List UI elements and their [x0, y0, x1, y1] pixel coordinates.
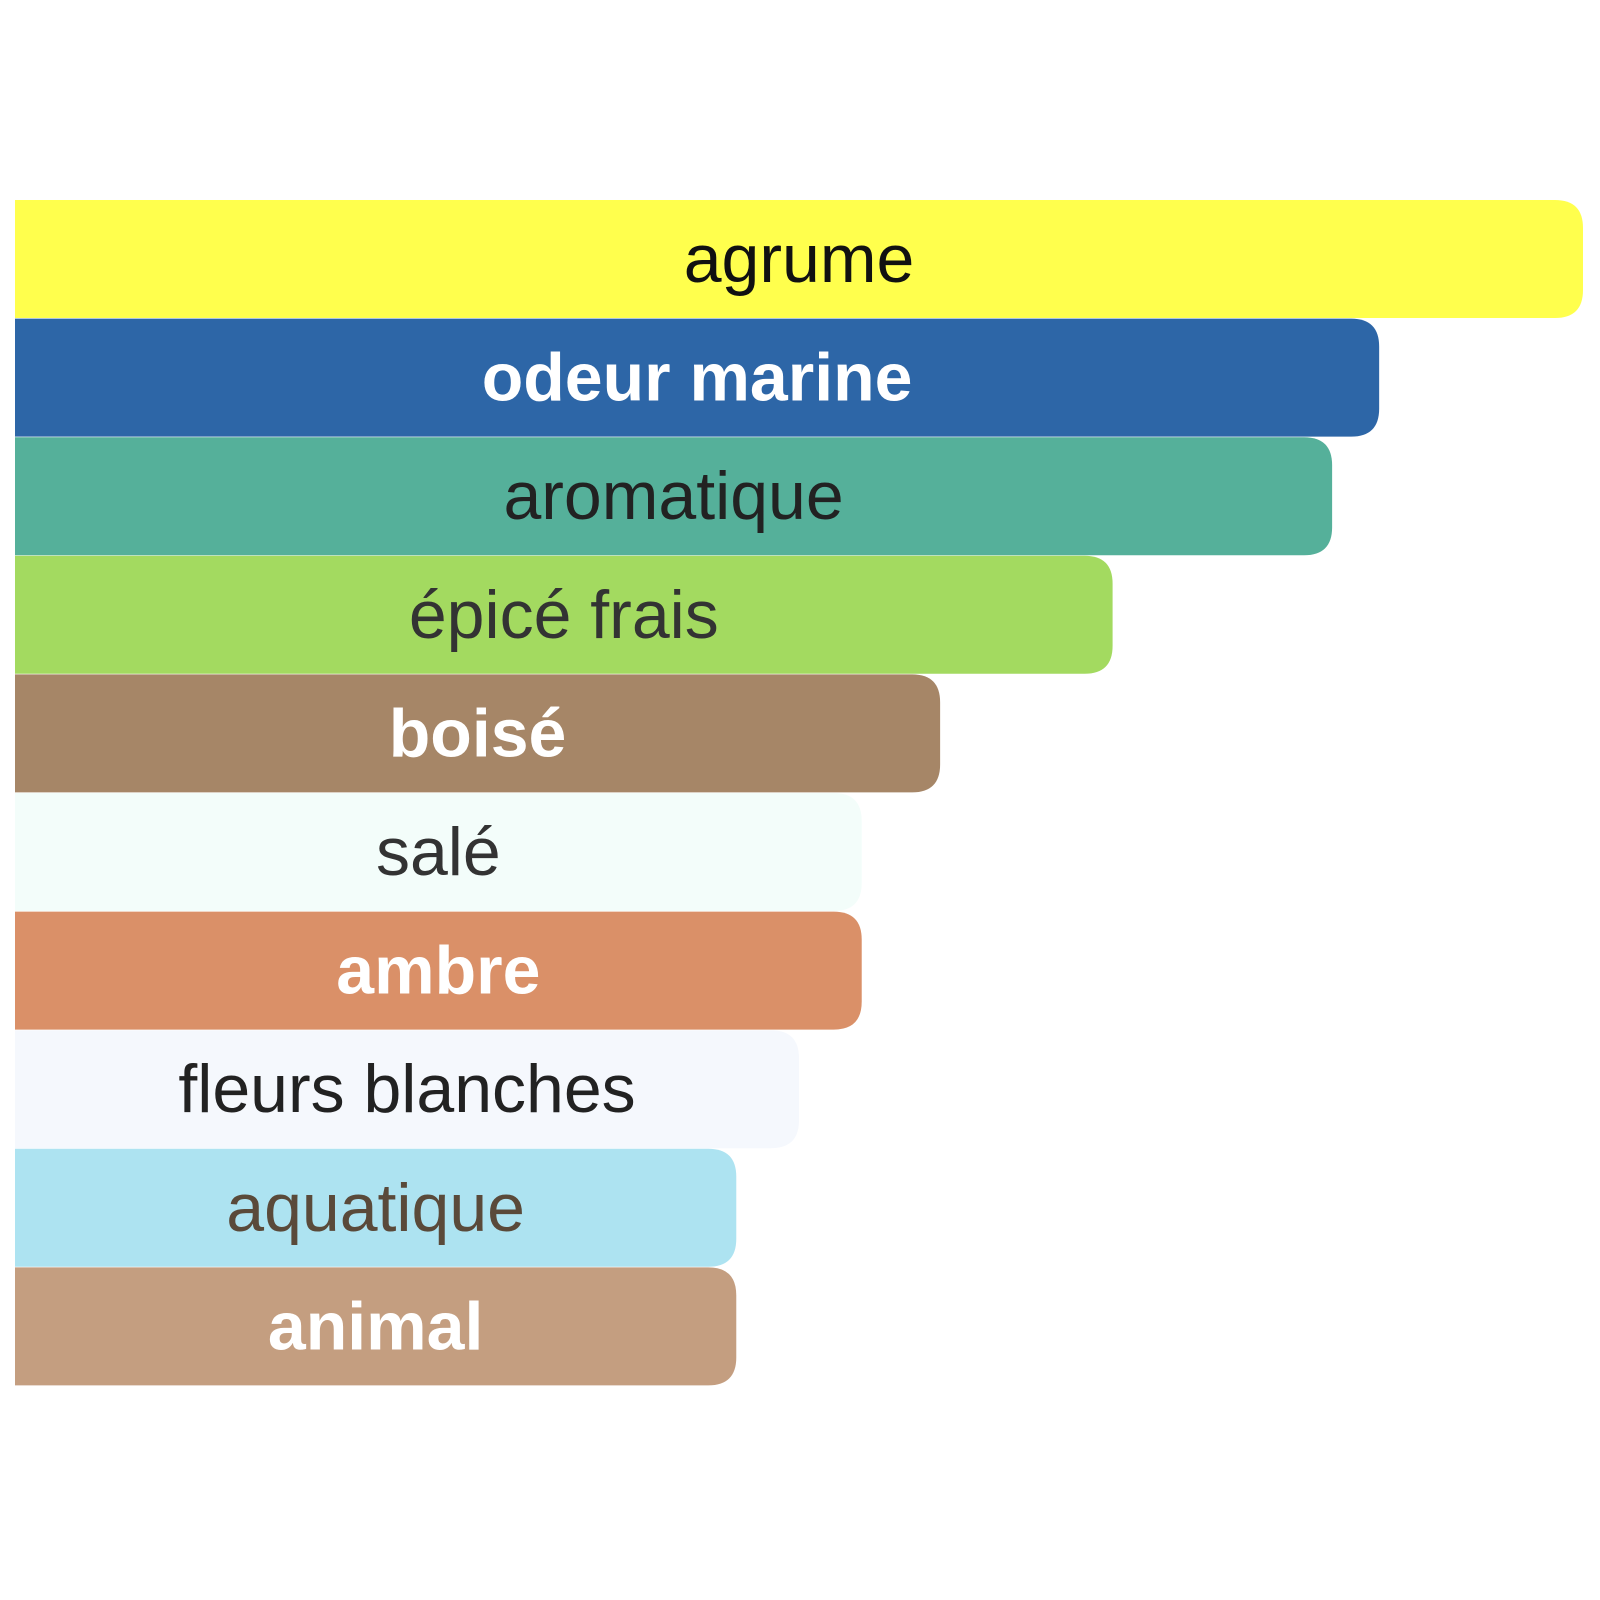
- bar-aromatique: [15, 437, 1333, 556]
- bar-agrume: [15, 200, 1583, 318]
- bar-label-aquatique: aquatique: [226, 1170, 525, 1246]
- bar-label-odeur-marine: odeur marine: [482, 340, 913, 416]
- bar-label-ambre: ambre: [336, 933, 540, 1009]
- bar-animal: [15, 1267, 737, 1386]
- bar-label-sale: salé: [376, 814, 501, 890]
- bar-epice-frais: [15, 555, 1113, 674]
- bar-label-epice-frais: épicé frais: [409, 577, 719, 653]
- labels-group: agrume odeur marine aromatique épicé frais b…: [178, 221, 914, 1364]
- bar-sale: [15, 793, 862, 911]
- bar-label-aromatique: aromatique: [503, 458, 843, 534]
- bar-fleurs-blanches: [15, 1030, 799, 1149]
- bar-aquatique: [15, 1148, 737, 1267]
- bar-label-boise: boisé: [389, 695, 567, 771]
- bar-label-agrume: agrume: [684, 221, 915, 297]
- bars-group: [15, 200, 1583, 1386]
- bar-boise: [15, 674, 941, 793]
- bar-label-animal: animal: [268, 1288, 483, 1364]
- bar-odeur-marine: [15, 318, 1380, 437]
- bar-label-fleurs-blanches: fleurs blanches: [178, 1051, 635, 1127]
- bar-ambre: [15, 911, 862, 1030]
